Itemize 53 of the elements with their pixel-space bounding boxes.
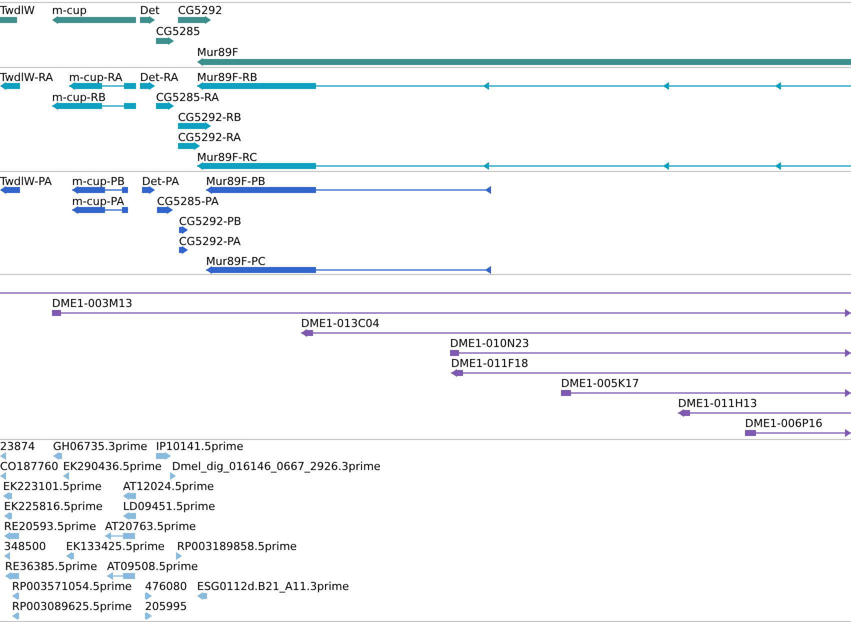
feature-label: Det-RA: [140, 71, 178, 84]
feature-label: DME1-005K17: [561, 377, 640, 390]
feature-label: CG5292-RB: [178, 111, 242, 124]
feature-label: m-cup: [52, 4, 87, 17]
feature-label: AT09508.5prime: [107, 560, 198, 573]
feature-label: Mur89F-PC: [206, 255, 266, 268]
feature-label: Dmel_dig_016146_0667_2926.3prime: [172, 460, 381, 473]
feature-label: EK290436.5prime: [63, 460, 162, 473]
feature-label: AT20763.5prime: [105, 520, 196, 533]
feature-label: DME1-011F18: [451, 357, 528, 370]
feature-label: EK223101.5prime: [3, 480, 102, 493]
feature-label: m-cup-PA: [72, 195, 124, 208]
feature-label: m-cup-PB: [72, 175, 125, 188]
feature-label: 23874: [0, 440, 35, 453]
feature-label: DME1-006P16: [745, 417, 823, 430]
feature-label: RE20593.5prime: [4, 520, 96, 533]
feature-label: EK133425.5prime: [66, 540, 165, 553]
feature-label: Mur89F-RC: [197, 151, 258, 164]
feature-label: CG5285: [156, 25, 200, 38]
feature-label: EK225816.5prime: [4, 500, 103, 513]
feature-label: Det-PA: [142, 175, 179, 188]
feature-label: CG5292-PA: [179, 235, 241, 248]
feature-label: TwdlW-PA: [0, 175, 52, 188]
feature-label: DME1-013C04: [301, 317, 380, 330]
feature-label: TwdlW-RA: [0, 71, 54, 84]
feature-label: CG5292: [178, 4, 222, 17]
feature-label: ESG0112d.B21_A11.3prime: [197, 580, 350, 593]
feature-label: 205995: [145, 600, 187, 613]
feature-label: DME1-010N23: [450, 337, 530, 350]
feature-label: 348500: [4, 540, 46, 553]
feature-label: m-cup-RB: [52, 91, 106, 104]
feature-label: TwdlW: [0, 4, 35, 17]
feature-label: RP003571054.5prime: [12, 580, 132, 593]
feature-label: IP10141.5prime: [156, 440, 244, 453]
feature-label: LD09451.5prime: [123, 500, 216, 513]
feature-label: RP003189858.5prime: [177, 540, 297, 553]
feature-label: Mur89F: [197, 46, 238, 59]
feature-label: AT12024.5prime: [123, 480, 214, 493]
feature-label: RE36385.5prime: [5, 560, 98, 573]
feature-label: CG5292-PB: [179, 215, 242, 228]
feature-label: DME1-003M13: [52, 297, 132, 310]
feature-label: CG5285-PA: [157, 195, 219, 208]
feature-label: m-cup-RA: [69, 71, 122, 84]
feature-label: RP003089625.5prime: [12, 600, 132, 613]
feature-label: Mur89F-PB: [206, 175, 266, 188]
feature-label: GH06735.3prime: [53, 440, 148, 453]
feature-label: 476080: [145, 580, 187, 593]
feature-label: CG5285-RA: [156, 91, 219, 104]
feature-label: DME1-011H13: [678, 397, 758, 410]
feature-label: CO187760: [0, 460, 58, 473]
feature-label: Mur89F-RB: [197, 71, 258, 84]
feature-label: CG5292-RA: [178, 131, 241, 144]
feature-label: Det: [140, 4, 160, 17]
